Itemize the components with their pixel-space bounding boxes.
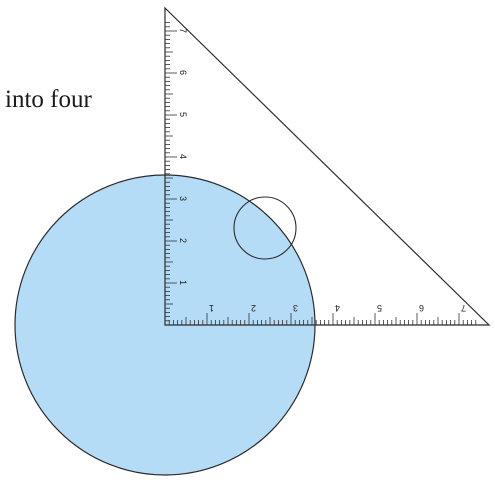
ruler-label: 7 (178, 28, 188, 33)
horizontal-ruler-ticks (164, 313, 477, 325)
set-square (164, 6, 491, 326)
ruler-label: 3 (178, 196, 188, 201)
ruler-label: 2 (178, 238, 188, 243)
vertical-ruler-labels: 1 2 3 4 5 6 7 (178, 28, 188, 285)
ruler-label: 4 (178, 154, 188, 159)
magnifier-circle (233, 196, 297, 260)
ruler-label: 1 (209, 303, 214, 313)
vertical-ruler-ticks (165, 22, 177, 326)
ruler-label: 2 (251, 303, 256, 313)
ruler-label: 1 (178, 280, 188, 285)
horizontal-ruler-labels: 1 2 3 4 5 6 7 (209, 303, 466, 313)
caption-text: into four (5, 86, 92, 113)
ruler-label: 3 (293, 303, 298, 313)
ruler-label: 5 (178, 112, 188, 117)
ruler-label: 6 (178, 70, 188, 75)
ruler-label: 4 (335, 303, 340, 313)
ruler-label: 5 (377, 303, 382, 313)
ruler-label: 7 (461, 303, 466, 313)
ruler-label: 6 (419, 303, 424, 313)
